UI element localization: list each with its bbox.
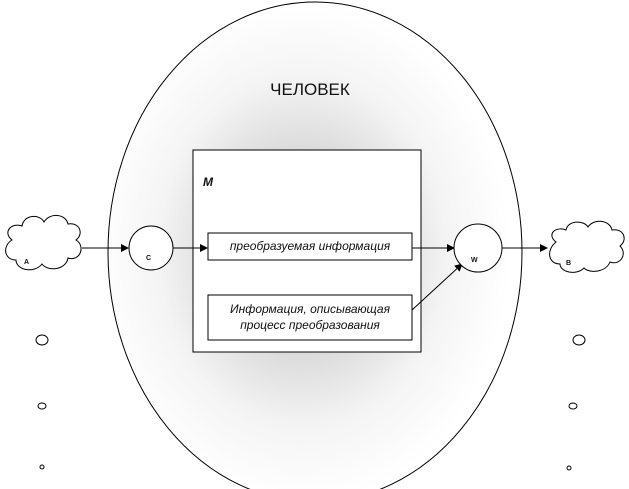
output-node-label: W	[471, 257, 478, 264]
thought-bubble-left-1	[35, 334, 49, 346]
input-cloud: A	[5, 215, 82, 271]
thought-bubble-right-1	[572, 334, 586, 346]
output-cloud-label: B	[566, 260, 571, 267]
thought-bubble-right-3	[566, 465, 572, 471]
output-cloud: B	[549, 220, 625, 273]
transformed-info-label: преобразуемая информация	[230, 239, 391, 253]
thought-bubble-left-3	[39, 464, 45, 470]
thought-bubble-right-2	[568, 402, 578, 410]
process-info-box	[207, 294, 413, 341]
process-info-label-1: Информация, описывающая	[230, 302, 391, 316]
thought-bubble-left-2	[37, 402, 47, 410]
input-cloud-label: A	[24, 259, 29, 266]
process-info-label-2: процесс преобразования	[240, 318, 380, 332]
transformed-info-box	[207, 232, 413, 261]
model-label: M	[203, 175, 214, 189]
human-title: ЧЕЛОВЕК	[270, 80, 350, 99]
input-node	[128, 225, 174, 271]
output-node	[453, 223, 503, 273]
arrow-process-to-output	[411, 263, 463, 311]
input-node-label: C	[146, 255, 151, 262]
